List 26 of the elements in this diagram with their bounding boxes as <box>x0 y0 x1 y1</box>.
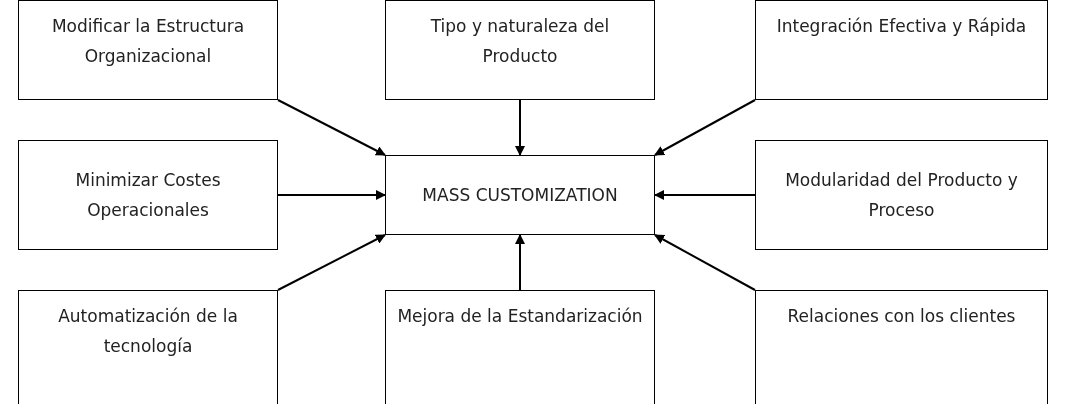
box-label: MASS CUSTOMIZATION <box>422 184 618 207</box>
box-label: Tipo y naturaleza del Producto <box>429 15 611 68</box>
box-label: Minimizar Costes Operacionales <box>74 169 222 222</box>
arrow <box>515 234 525 291</box>
text-box <box>385 0 655 100</box>
box-label: Automatización de la tecnología <box>57 305 239 358</box>
text-box <box>18 140 278 250</box>
text-box <box>755 0 1048 100</box>
arrow <box>654 190 756 200</box>
text-box <box>18 290 278 404</box>
text-box <box>385 155 655 235</box>
box-label: Integración Efectiva y Rápida <box>776 15 1027 38</box>
text-box <box>755 140 1048 250</box>
arrow <box>277 99 386 156</box>
arrow <box>277 190 386 200</box>
box-label: Mejora de la Estandarización <box>397 305 643 328</box>
arrow <box>515 99 525 156</box>
box-label: Modularidad del Producto y Proceso <box>784 169 1019 222</box>
arrow <box>654 234 756 291</box>
arrow <box>654 99 756 156</box>
text-box <box>755 290 1048 404</box>
box-label: Modificar la Estructura Organizacional <box>50 15 246 68</box>
arrow <box>277 234 386 291</box>
text-box <box>18 0 278 100</box>
box-label: Relaciones con los clientes <box>787 305 1016 328</box>
text-box <box>385 290 655 404</box>
